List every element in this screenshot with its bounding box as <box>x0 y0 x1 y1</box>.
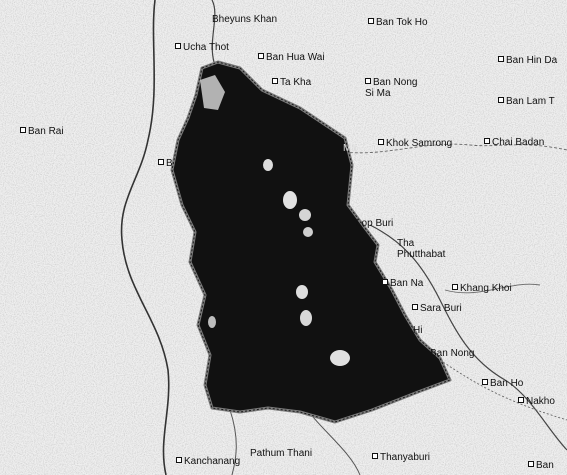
place-ban-nong-south[interactable]: Ban Nong <box>430 348 474 359</box>
town-marker-icon <box>368 18 374 24</box>
town-marker-icon <box>175 43 181 49</box>
river-west <box>120 0 170 475</box>
town-marker-icon <box>20 127 26 133</box>
place-name: Ban Ho <box>490 378 524 389</box>
place-name: Ban Hin Da <box>506 55 558 66</box>
town-marker-icon <box>412 304 418 310</box>
river-north <box>211 0 216 63</box>
place-ban-na[interactable]: Ban Na <box>382 278 423 289</box>
town-marker-icon <box>484 138 490 144</box>
place-name: Ban Rai <box>28 126 64 137</box>
road-khang-khoi <box>444 283 541 294</box>
place-name: Ta Kha <box>280 77 312 88</box>
place-name: Kanchanang <box>184 456 241 467</box>
place-lop-buri[interactable]: Lop Buri <box>356 218 393 229</box>
place-name: Sara Buri <box>420 303 462 314</box>
place-thanyaburi[interactable]: Thanyaburi <box>372 452 430 463</box>
place-pathum-thani[interactable]: Pathum Thani <box>250 448 312 459</box>
place-ban-hin-da[interactable]: Ban Hin Da <box>498 55 557 66</box>
place-name: Pathum Thani <box>250 448 313 459</box>
place-name: Khang Khoi <box>460 283 512 294</box>
place-b-west[interactable]: B <box>158 158 173 169</box>
road-southwest <box>229 409 237 475</box>
place-name: Ban Nong Si Ma <box>365 77 418 99</box>
town-marker-icon <box>498 56 504 62</box>
region-patch <box>330 350 350 366</box>
place-khang-khoi[interactable]: Khang Khoi <box>452 283 512 294</box>
place-ban-rai[interactable]: Ban Rai <box>20 126 64 137</box>
town-marker-icon <box>272 78 278 84</box>
town-marker-icon <box>372 453 378 459</box>
region-patch <box>296 285 308 299</box>
road-east <box>369 224 567 451</box>
place-name: Hi <box>413 325 423 336</box>
region-patch <box>300 310 312 326</box>
town-marker-icon <box>382 279 388 285</box>
town-marker-icon <box>158 159 164 165</box>
region-patch <box>303 227 313 237</box>
place-ban-ho[interactable]: Ban Ho <box>482 378 523 389</box>
place-ban-tok-ho[interactable]: Ban Tok Ho <box>368 17 428 28</box>
region-patch <box>283 191 297 209</box>
place-name: Chai Badan <box>492 137 545 148</box>
place-name: Ban Tok Ho <box>376 17 428 28</box>
town-marker-icon <box>452 284 458 290</box>
place-name: Ban <box>536 460 554 471</box>
place-name: Khok Samrong <box>386 138 453 149</box>
region-patch <box>263 159 273 171</box>
place-tha-phutthabat[interactable]: Tha Phutthabat <box>397 238 445 260</box>
place-hi[interactable]: Hi <box>413 325 422 336</box>
place-ban-se[interactable]: Ban <box>528 460 554 471</box>
town-marker-icon <box>365 78 371 84</box>
town-marker-icon <box>378 139 384 145</box>
town-marker-icon <box>176 457 182 463</box>
place-name: Ban Na <box>390 278 424 289</box>
region-patch <box>299 209 311 221</box>
place-name: Ban Hua Wai <box>266 52 325 63</box>
place-ban-nong-si-ma[interactable]: Ban Nong Si Ma <box>365 77 417 99</box>
place-name: Thanyaburi <box>380 452 431 463</box>
place-ban-lam-t[interactable]: Ban Lam T <box>498 96 555 107</box>
place-kanchanaburi[interactable]: Kanchanang <box>176 456 240 467</box>
town-marker-icon <box>528 461 534 467</box>
town-marker-icon <box>518 397 524 403</box>
place-ucha-thot[interactable]: Ucha Thot <box>175 42 229 53</box>
place-name: Ma <box>343 143 357 154</box>
town-marker-icon <box>482 379 488 385</box>
place-name: Tha Phutthabat <box>397 238 446 260</box>
place-name: Ucha Thot <box>183 42 229 53</box>
place-name: B <box>166 158 173 169</box>
region-border <box>171 61 451 423</box>
place-name: Ban Nong <box>430 348 475 359</box>
road-southeast <box>439 359 567 421</box>
region-patch <box>208 316 216 328</box>
place-name: Ban Lam T <box>506 96 555 107</box>
place-sara-buri[interactable]: Sara Buri <box>412 303 462 314</box>
town-marker-icon <box>498 97 504 103</box>
place-chai-badan[interactable]: Chai Badan <box>484 137 544 148</box>
place-ban-hua-wai[interactable]: Ban Hua Wai <box>258 52 325 63</box>
place-khok-samrong[interactable]: Khok Samrong <box>378 138 452 149</box>
place-ta-kha[interactable]: Ta Kha <box>272 77 311 88</box>
place-bheyuns-khan[interactable]: Bheyuns Khan <box>212 14 277 25</box>
place-name: Lop Buri <box>356 218 394 229</box>
place-ma[interactable]: Ma <box>343 143 357 154</box>
road-northeast <box>329 143 567 154</box>
place-nakhon[interactable]: Nakho <box>518 396 555 407</box>
place-name: Nakho <box>526 396 555 407</box>
town-marker-icon <box>258 53 264 59</box>
place-name: Bheyuns Khan <box>212 14 278 25</box>
region-patch <box>200 75 225 110</box>
